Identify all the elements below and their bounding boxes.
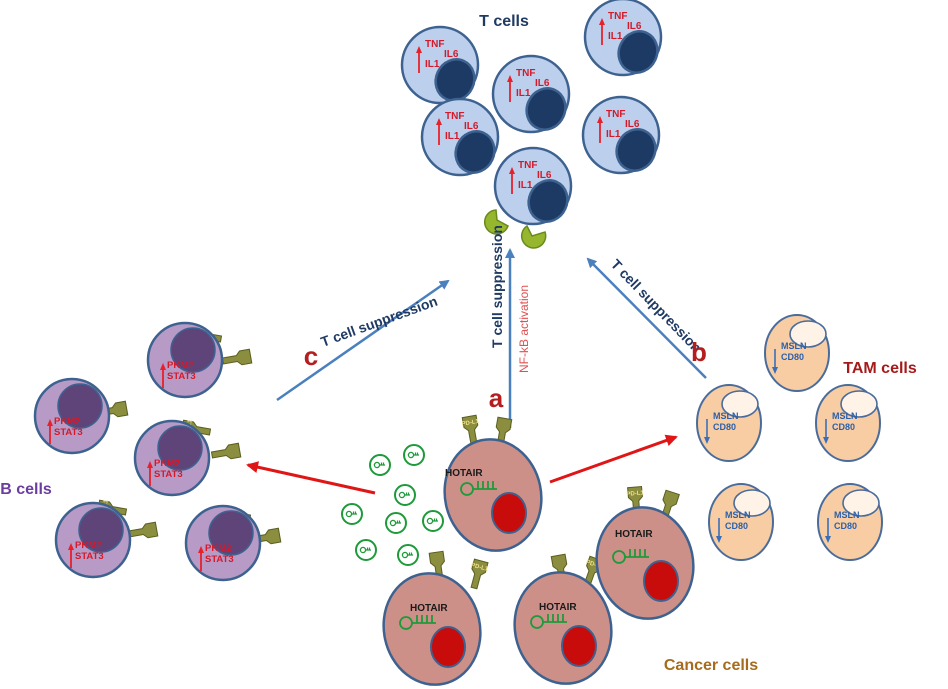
svg-text:TNF: TNF: [516, 68, 535, 79]
b-cell: PD-L1 PKM2 STAT3: [54, 499, 159, 579]
b-cell: PD-L1 PKM2 STAT3: [33, 377, 129, 455]
svg-text:CD80: CD80: [781, 352, 804, 362]
svg-text:IL1: IL1: [518, 180, 533, 191]
svg-text:HOTAIR: HOTAIR: [615, 529, 653, 540]
svg-text:STAT3: STAT3: [75, 551, 104, 562]
t-cell-engaged: TNF IL6 IL1: [493, 146, 576, 230]
svg-text:MSLN: MSLN: [725, 510, 751, 520]
exosome-icon: [403, 444, 425, 466]
svg-text:IL6: IL6: [537, 170, 552, 181]
svg-text:PKM2: PKM2: [75, 540, 101, 551]
svg-text:STAT3: STAT3: [54, 427, 83, 438]
svg-text:IL1: IL1: [445, 131, 460, 142]
svg-text:PKM2: PKM2: [167, 360, 193, 371]
red-arrow-to-b-cells: [246, 461, 376, 495]
svg-text:PD-L1: PD-L1: [626, 490, 644, 498]
svg-text:PKM2: PKM2: [205, 543, 231, 554]
exosome-cluster: [341, 444, 444, 566]
tam-cell: MSLN CD80: [696, 384, 762, 462]
svg-text:TNF: TNF: [606, 109, 625, 120]
svg-text:STAT3: STAT3: [205, 554, 234, 565]
svg-text:T cell suppression: T cell suppression: [489, 225, 505, 348]
b-cell: PD-L1 PKM2 STAT3: [133, 419, 242, 497]
exosome-icon: [422, 510, 444, 532]
pathway-a-labels: T cell suppression NF-kB activation a: [489, 225, 531, 413]
svg-text:TNF: TNF: [425, 39, 444, 50]
svg-text:TNF: TNF: [608, 11, 627, 22]
svg-text:IL6: IL6: [627, 21, 642, 32]
svg-text:IL1: IL1: [425, 59, 440, 70]
t-cell: TNF IL6 IL1: [420, 97, 503, 181]
svg-text:MSLN: MSLN: [834, 510, 860, 520]
tam-cell: MSLN CD80: [817, 483, 883, 561]
arrow-b: [586, 257, 707, 379]
svg-text:IL1: IL1: [608, 31, 623, 42]
svg-text:PKM2: PKM2: [54, 416, 80, 427]
svg-text:HOTAIR: HOTAIR: [539, 602, 577, 613]
svg-text:PKM2: PKM2: [154, 458, 180, 469]
exosome-icon: [385, 512, 407, 534]
t-cell: TNF IL6 IL1: [400, 25, 483, 109]
svg-text:PD-L1: PD-L1: [585, 559, 604, 571]
svg-text:IL6: IL6: [535, 78, 550, 89]
tam-cell: MSLN CD80: [764, 314, 830, 392]
letter-c: c: [304, 341, 318, 371]
svg-text:STAT3: STAT3: [154, 469, 183, 480]
pathway-b-labels: T cell suppression b: [608, 256, 707, 367]
exosome-icon: [341, 503, 363, 525]
cancer-cell: PD-L1 HOTAIR: [503, 553, 623, 689]
svg-text:PD-L1: PD-L1: [461, 419, 480, 428]
t-cell: TNF IL6 IL1: [583, 0, 666, 81]
tam-cell: MSLN CD80: [815, 384, 881, 462]
b-cell: PD-L1 PKM2 STAT3: [184, 505, 282, 582]
t-cells-title: T cells: [479, 13, 529, 30]
svg-text:MSLN: MSLN: [832, 411, 858, 421]
b-cell: PD-L1 PKM2 STAT3: [146, 321, 253, 399]
svg-text:IL6: IL6: [444, 49, 459, 60]
svg-text:MSLN: MSLN: [713, 411, 739, 421]
exosome-icon: [394, 484, 416, 506]
svg-text:TNF: TNF: [445, 111, 464, 122]
svg-text:IL1: IL1: [606, 129, 621, 140]
exosome-icon: [397, 544, 419, 566]
pd1-receptor-icon: [483, 209, 547, 249]
svg-text:NF-kB activation: NF-kB activation: [517, 285, 531, 373]
arrow-c: [276, 279, 450, 402]
svg-text:HOTAIR: HOTAIR: [410, 603, 448, 614]
svg-text:T cell suppression: T cell suppression: [319, 293, 440, 350]
svg-text:MSLN: MSLN: [781, 341, 807, 351]
svg-text:HOTAIR: HOTAIR: [445, 468, 483, 479]
svg-text:TNF: TNF: [518, 160, 537, 171]
svg-text:IL6: IL6: [464, 121, 479, 132]
exosome-icon: [355, 539, 377, 561]
svg-text:CD80: CD80: [832, 422, 855, 432]
tam-cells-title: TAM cells: [843, 360, 917, 377]
exosome-icon: [369, 454, 391, 476]
svg-text:CD80: CD80: [834, 521, 857, 531]
svg-text:IL6: IL6: [625, 119, 640, 130]
cancer-cell: PD-L1 HOTAIR: [585, 485, 705, 630]
t-cell: TNF IL6 IL1: [581, 95, 664, 179]
red-arrow-to-tam-cells: [549, 434, 678, 484]
svg-text:PD-L1: PD-L1: [470, 563, 489, 573]
cancer-cell: PD-L1 HOTAIR: [372, 550, 492, 689]
svg-text:CD80: CD80: [713, 422, 736, 432]
cancer-cell: PD-L1 HOTAIR: [433, 414, 553, 562]
t-cell: TNF IL6 IL1: [491, 54, 574, 138]
svg-text:IL1: IL1: [516, 88, 531, 99]
tam-cell: MSLN CD80: [708, 483, 774, 561]
letter-b: b: [691, 337, 707, 367]
b-cells-title: B cells: [0, 481, 52, 498]
svg-text:STAT3: STAT3: [167, 371, 196, 382]
cancer-cells-title: Cancer cells: [664, 657, 758, 674]
svg-text:CD80: CD80: [725, 521, 748, 531]
letter-a: a: [489, 383, 504, 413]
pathway-c-labels: c T cell suppression: [304, 293, 440, 371]
